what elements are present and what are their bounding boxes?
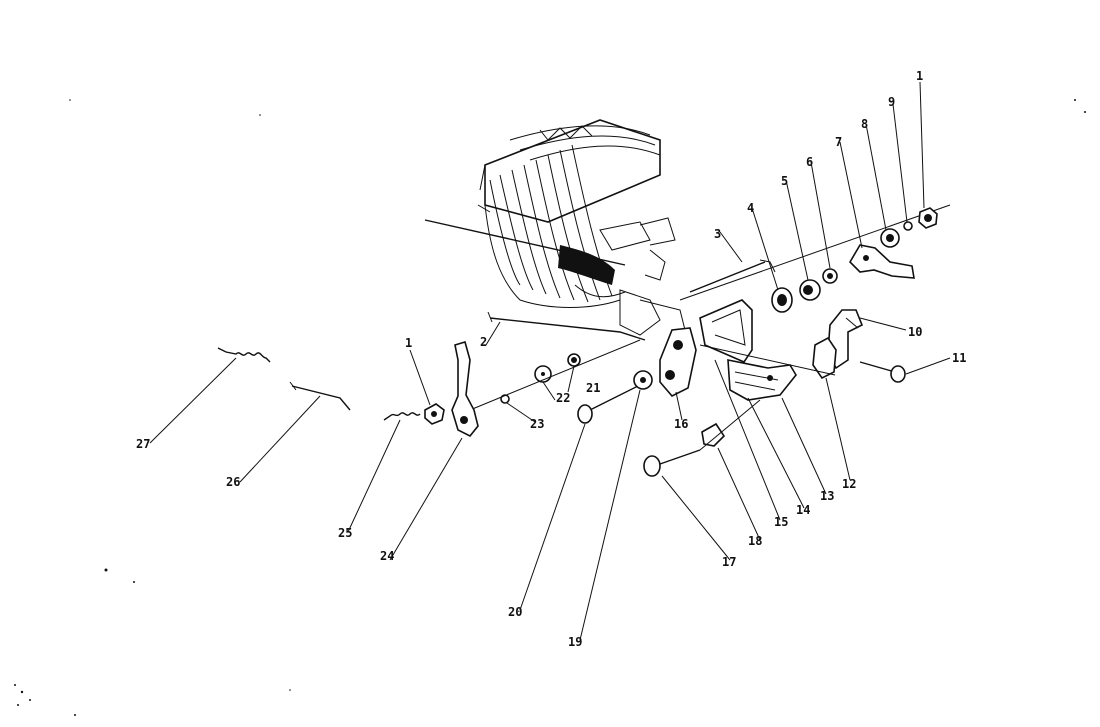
callout-22: 22 bbox=[556, 391, 570, 405]
engine-cylinder-block bbox=[424, 119, 686, 336]
callout-4: 4 bbox=[747, 201, 754, 215]
callout-20: 20 bbox=[508, 605, 522, 619]
callout-12: 12 bbox=[842, 477, 856, 491]
callout-24: 24 bbox=[380, 549, 394, 563]
callout-15: 15 bbox=[774, 515, 788, 529]
callout-27: 27 bbox=[136, 437, 150, 451]
callout-7: 7 bbox=[835, 135, 842, 149]
bracket-hardware-stack bbox=[679, 204, 951, 313]
callout-11: 11 bbox=[952, 351, 966, 365]
callout-23: 23 bbox=[530, 417, 544, 431]
callout-6: 6 bbox=[806, 155, 813, 169]
callout-1: 1 bbox=[916, 69, 923, 83]
callout-19: 19 bbox=[568, 635, 582, 649]
callout-16: 16 bbox=[674, 417, 688, 431]
callout-1-left: 1 bbox=[405, 336, 412, 350]
callout-3: 3 bbox=[714, 227, 721, 241]
callout-14: 14 bbox=[796, 503, 810, 517]
callout-5: 5 bbox=[781, 174, 788, 188]
callout-21: 21 bbox=[586, 381, 600, 395]
callout-18: 18 bbox=[748, 534, 762, 548]
callout-26: 26 bbox=[226, 475, 240, 489]
callout-8: 8 bbox=[861, 117, 868, 131]
throttle-linkage bbox=[217, 311, 653, 438]
callout-2: 2 bbox=[480, 335, 487, 349]
governor-bracket-assembly bbox=[643, 299, 906, 477]
callout-labels: 1 1 2 3 4 5 6 7 8 9 10 11 12 13 14 15 16… bbox=[136, 69, 966, 649]
callout-10: 10 bbox=[908, 325, 922, 339]
scan-specks bbox=[14, 99, 1086, 716]
callout-9: 9 bbox=[888, 95, 895, 109]
callout-17: 17 bbox=[722, 555, 736, 569]
leader-lines bbox=[149, 81, 951, 641]
callout-25: 25 bbox=[338, 526, 352, 540]
callout-13: 13 bbox=[820, 489, 834, 503]
